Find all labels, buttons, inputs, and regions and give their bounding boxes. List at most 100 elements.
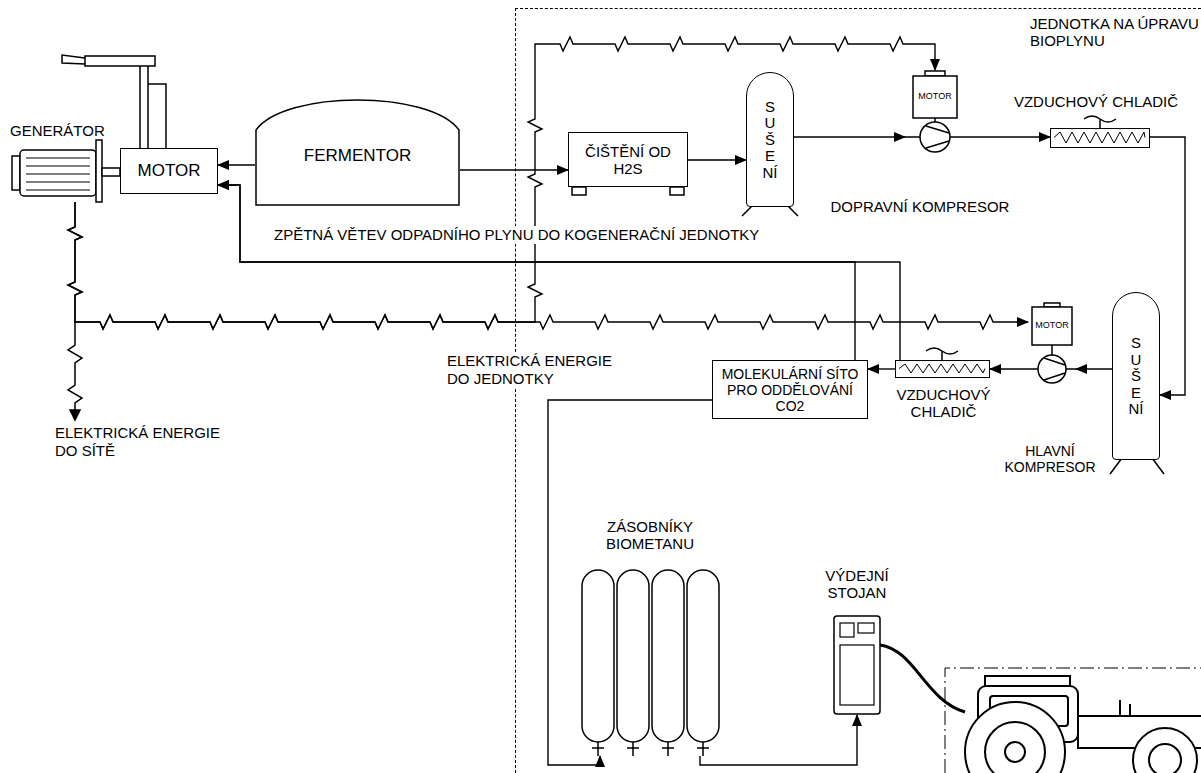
dryer-label: SUŠENÍ (1129, 335, 1144, 418)
dryer-label: SUŠENÍ (763, 98, 778, 181)
drawing-part (256, 100, 459, 205)
drawing-part (1149, 744, 1181, 773)
gas-pipe (700, 715, 857, 765)
drawing-part (20, 150, 96, 196)
edge-label: ELEKTRICKÁ ENERGIE DO JEDNOTKY (445, 352, 620, 388)
h2s-filter-box: ČIŠTĚNÍ OD H2S (568, 132, 688, 187)
storage-tanks-outline (580, 568, 722, 756)
engine-box: MOTOR (120, 148, 218, 194)
drawing-part (1005, 742, 1025, 762)
main-compressor: MOTORHLAVNÍ KOMPRESOR (1028, 303, 1076, 387)
gas-pipe (794, 136, 905, 137)
cooler-fan (926, 116, 1116, 360)
drawing-part (858, 623, 874, 633)
tanks-label: ZÁSOBNÍKY BIOMETANU (575, 518, 725, 553)
main-compressor-outline (1028, 303, 1076, 387)
dispenser-label: VÝDEJNÍ STOJAN (807, 567, 907, 602)
gas-pipe (218, 164, 255, 165)
drawing-part (1028, 345, 1076, 380)
drawing-part (140, 66, 148, 148)
gas-pipe (218, 185, 855, 360)
gas-pipe (1076, 368, 1112, 369)
drawing-part (697, 742, 709, 756)
power-line (68, 37, 935, 329)
filter-label: ČIŠTĚNÍ OD H2S (569, 142, 687, 177)
molecular-sieve-box: MOLEKULÁRNÍ SÍTO PRO ODDĚLOVÁNÍ CO2 (712, 360, 868, 419)
feed-compressor: MOTORDOPRAVNÍ KOMPRESOR (905, 70, 965, 154)
air-cooler: VZDUCHOVÝ CHLADIČ (895, 360, 990, 378)
drawing-part (926, 348, 958, 360)
generator: GENERÁTOR (10, 122, 110, 202)
drawing-part (687, 570, 719, 742)
gas-pipe (868, 368, 895, 369)
fermenter-label: FERMENTOR (255, 146, 460, 166)
drawing-part (627, 742, 639, 756)
engine-label: MOTOR (121, 161, 217, 181)
generator-label: GENERÁTOR (10, 122, 118, 139)
drawing-part (572, 187, 586, 195)
upgrading-unit-region: JEDNOTKA NA ÚPRAVU BIOPLYNU ČIŠTĚNÍ OD H2… (515, 8, 1201, 773)
drawing-part (670, 187, 684, 195)
dryer-vessel: SUŠENÍ (1112, 292, 1160, 460)
motor-label: MOTOR (1032, 320, 1072, 330)
dryer-legs (742, 204, 1164, 474)
drawing-part (985, 676, 1070, 686)
sieve-label: MOLEKULÁRNÍ SÍTO PRO ODDĚLOVÁNÍ CO2 (713, 365, 867, 413)
filter-feet (572, 187, 684, 195)
drawing-part (920, 122, 950, 152)
gas-pipe (460, 169, 568, 170)
drawing-part (662, 742, 674, 756)
drawing-part (582, 570, 614, 742)
drawing-part (1038, 355, 1066, 383)
drawing-part (85, 56, 155, 66)
grid-arrow-head (70, 410, 80, 420)
drawing-part (1110, 458, 1164, 474)
drawing-part (913, 76, 957, 118)
drawing-part (617, 570, 649, 742)
edge-label: ZPĚTNÁ VĚTEV ODPADNÍHO PLYNU DO KOGENERA… (272, 226, 761, 244)
air-cooler-outline (1051, 129, 1148, 146)
drawing-part (840, 623, 854, 637)
drawing-part (102, 168, 120, 176)
annotation-label: ELEKTRICKÁ ENERGIE DO SÍTĚ (55, 424, 235, 460)
dispenser-outline (832, 615, 882, 715)
drawing-part (985, 722, 1045, 773)
drawing-part (26, 158, 90, 190)
drawing-part (1084, 116, 1116, 128)
gas-pipe (965, 136, 1050, 137)
drawing-part (1120, 700, 1130, 716)
dispenser: VÝDEJNÍ STOJAN (832, 615, 882, 715)
feed-compressor-outline (905, 70, 965, 154)
drawing-part (1133, 728, 1197, 773)
drawing-part (148, 84, 166, 148)
drawing-part (899, 364, 985, 373)
drawing-part (12, 156, 20, 190)
fuel-hose (880, 645, 965, 712)
power-line (68, 202, 1028, 329)
fermenter-dome: FERMENTOR (255, 88, 460, 206)
drawing-part (1032, 307, 1072, 345)
drawing-part (965, 702, 1065, 773)
drawing-part (834, 616, 880, 714)
air-cooler: VZDUCHOVÝ CHLADIČ (1050, 128, 1150, 148)
air-cooler-outline (896, 361, 988, 376)
grid-power-line (68, 322, 82, 412)
motor-label: MOTOR (913, 91, 957, 101)
storage-tanks: ZÁSOBNÍKY BIOMETANU (580, 568, 722, 756)
generator-symbol (12, 140, 120, 202)
gas-pipe (218, 185, 900, 360)
tractor-illustration (965, 676, 1201, 773)
dryer-vessel: SUŠENÍ (746, 72, 794, 207)
cooler-label: VZDUCHOVÝ CHLADIČ (1001, 93, 1191, 110)
gas-pipe (990, 368, 1028, 369)
drawing-part (840, 645, 874, 705)
drawing-part (62, 55, 85, 64)
region-heading: JEDNOTKA NA ÚPRAVU BIOPLYNU (1030, 15, 1200, 50)
compressor-label: DOPRAVNÍ KOMPRESOR (820, 198, 1020, 215)
compressor-label: HLAVNÍ KOMPRESOR (1002, 443, 1098, 475)
drawing-part (592, 742, 604, 756)
drawing-part (652, 570, 684, 742)
gas-pipe (688, 159, 746, 160)
drawing-part (96, 140, 102, 202)
